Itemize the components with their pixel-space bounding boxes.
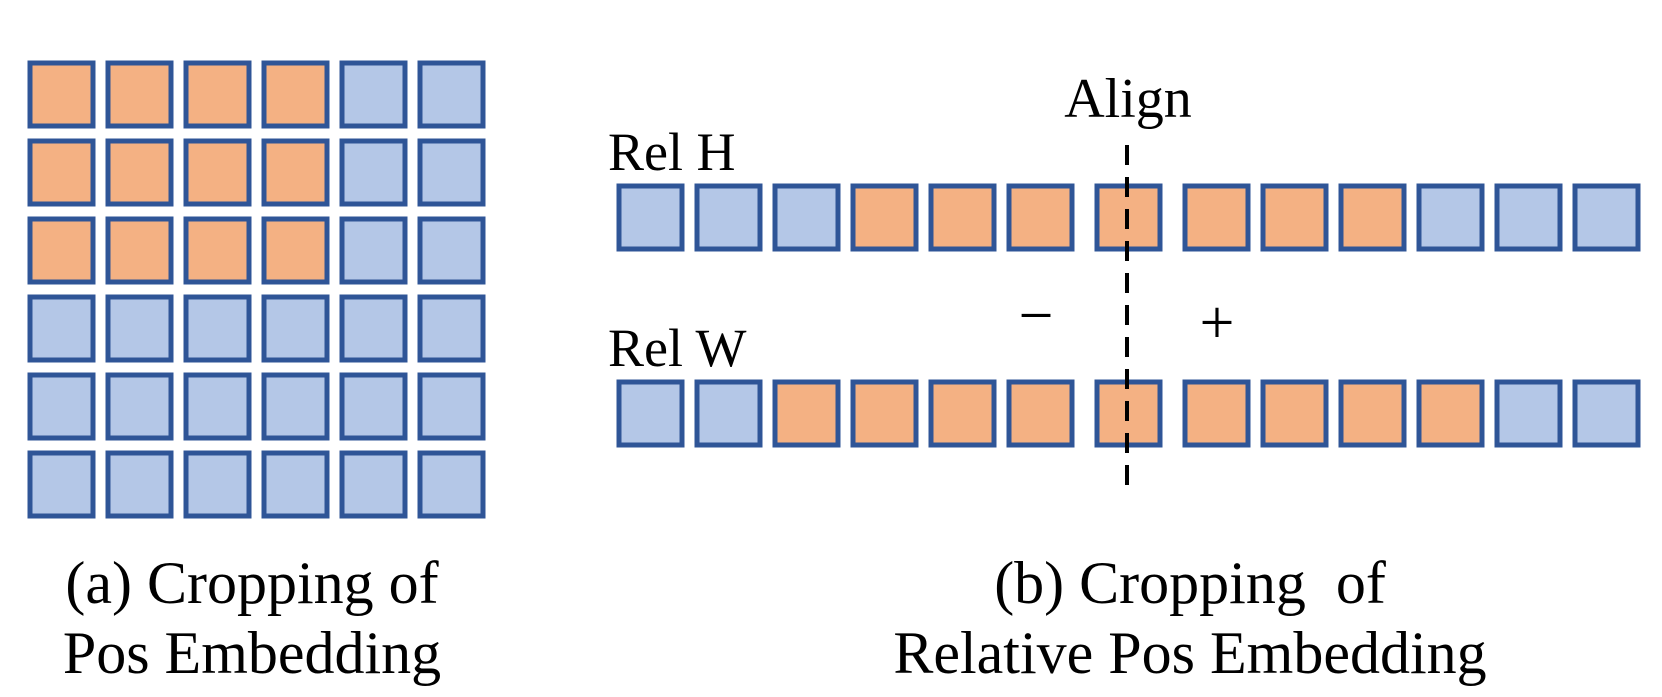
caption-a-line1: (a) Cropping of bbox=[65, 550, 439, 616]
uncropped-cell bbox=[339, 450, 408, 519]
cropped-cell bbox=[1338, 183, 1407, 252]
uncropped-cell bbox=[694, 379, 763, 448]
uncropped-cell bbox=[694, 183, 763, 252]
cropped-cell bbox=[928, 183, 997, 252]
cropped-cell bbox=[1260, 379, 1329, 448]
caption-a: (a) Cropping of Pos Embedding bbox=[0, 548, 504, 688]
uncropped-cell bbox=[417, 60, 486, 129]
cropped-cell bbox=[105, 60, 174, 129]
uncropped-cell bbox=[27, 294, 96, 363]
cropped-cell bbox=[261, 216, 330, 285]
uncropped-cell bbox=[1494, 379, 1563, 448]
uncropped-cell bbox=[27, 372, 96, 441]
uncropped-cell bbox=[339, 372, 408, 441]
uncropped-cell bbox=[339, 138, 408, 207]
cropped-cell bbox=[1416, 379, 1485, 448]
cropped-cell bbox=[1182, 379, 1251, 448]
rel-w-label: Rel W bbox=[608, 318, 747, 378]
uncropped-cell bbox=[1416, 183, 1485, 252]
caption-a-line2: Pos Embedding bbox=[62, 620, 442, 686]
align-label: Align bbox=[1064, 68, 1192, 130]
cropped-cell bbox=[1182, 183, 1251, 252]
caption-b-line2: Relative Pos Embedding bbox=[893, 620, 1487, 686]
rel-h-label: Rel H bbox=[608, 122, 736, 182]
cropped-cell bbox=[183, 216, 252, 285]
uncropped-cell bbox=[105, 450, 174, 519]
cropped-cell bbox=[850, 183, 919, 252]
uncropped-cell bbox=[1572, 183, 1641, 252]
cropped-cell bbox=[772, 379, 841, 448]
rel-h-row bbox=[616, 183, 1641, 252]
uncropped-cell bbox=[417, 294, 486, 363]
uncropped-cell bbox=[261, 294, 330, 363]
uncropped-cell bbox=[772, 183, 841, 252]
uncropped-cell bbox=[417, 450, 486, 519]
cropped-cell bbox=[1006, 379, 1075, 448]
uncropped-cell bbox=[183, 372, 252, 441]
cropped-cell bbox=[928, 379, 997, 448]
plus-sign: + bbox=[1200, 289, 1235, 357]
cropped-cell bbox=[27, 60, 96, 129]
uncropped-cell bbox=[261, 372, 330, 441]
uncropped-cell bbox=[616, 379, 685, 448]
cropped-cell bbox=[261, 138, 330, 207]
minus-sign: − bbox=[1019, 282, 1054, 350]
cropped-cell bbox=[850, 379, 919, 448]
uncropped-cell bbox=[417, 216, 486, 285]
cropped-cell bbox=[261, 60, 330, 129]
cropped-cell bbox=[183, 138, 252, 207]
uncropped-cell bbox=[183, 450, 252, 519]
caption-b: (b) Cropping of Relative Pos Embedding bbox=[810, 548, 1570, 688]
uncropped-cell bbox=[339, 216, 408, 285]
uncropped-cell bbox=[183, 294, 252, 363]
cropped-cell bbox=[27, 216, 96, 285]
rel-w-row bbox=[616, 379, 1641, 448]
uncropped-cell bbox=[339, 60, 408, 129]
uncropped-cell bbox=[105, 294, 174, 363]
cropped-cell bbox=[27, 138, 96, 207]
uncropped-cell bbox=[417, 372, 486, 441]
uncropped-cell bbox=[417, 138, 486, 207]
uncropped-cell bbox=[1494, 183, 1563, 252]
cropped-cell bbox=[183, 60, 252, 129]
uncropped-cell bbox=[105, 372, 174, 441]
cropped-cell bbox=[1260, 183, 1329, 252]
cropped-cell bbox=[105, 138, 174, 207]
uncropped-cell bbox=[339, 294, 408, 363]
pos-embedding-grid bbox=[27, 60, 486, 519]
uncropped-cell bbox=[616, 183, 685, 252]
uncropped-cell bbox=[27, 450, 96, 519]
uncropped-cell bbox=[261, 450, 330, 519]
cropped-cell bbox=[105, 216, 174, 285]
caption-b-line1: (b) Cropping of bbox=[994, 550, 1386, 616]
cropped-cell bbox=[1338, 379, 1407, 448]
uncropped-cell bbox=[1572, 379, 1641, 448]
cropped-cell bbox=[1006, 183, 1075, 252]
